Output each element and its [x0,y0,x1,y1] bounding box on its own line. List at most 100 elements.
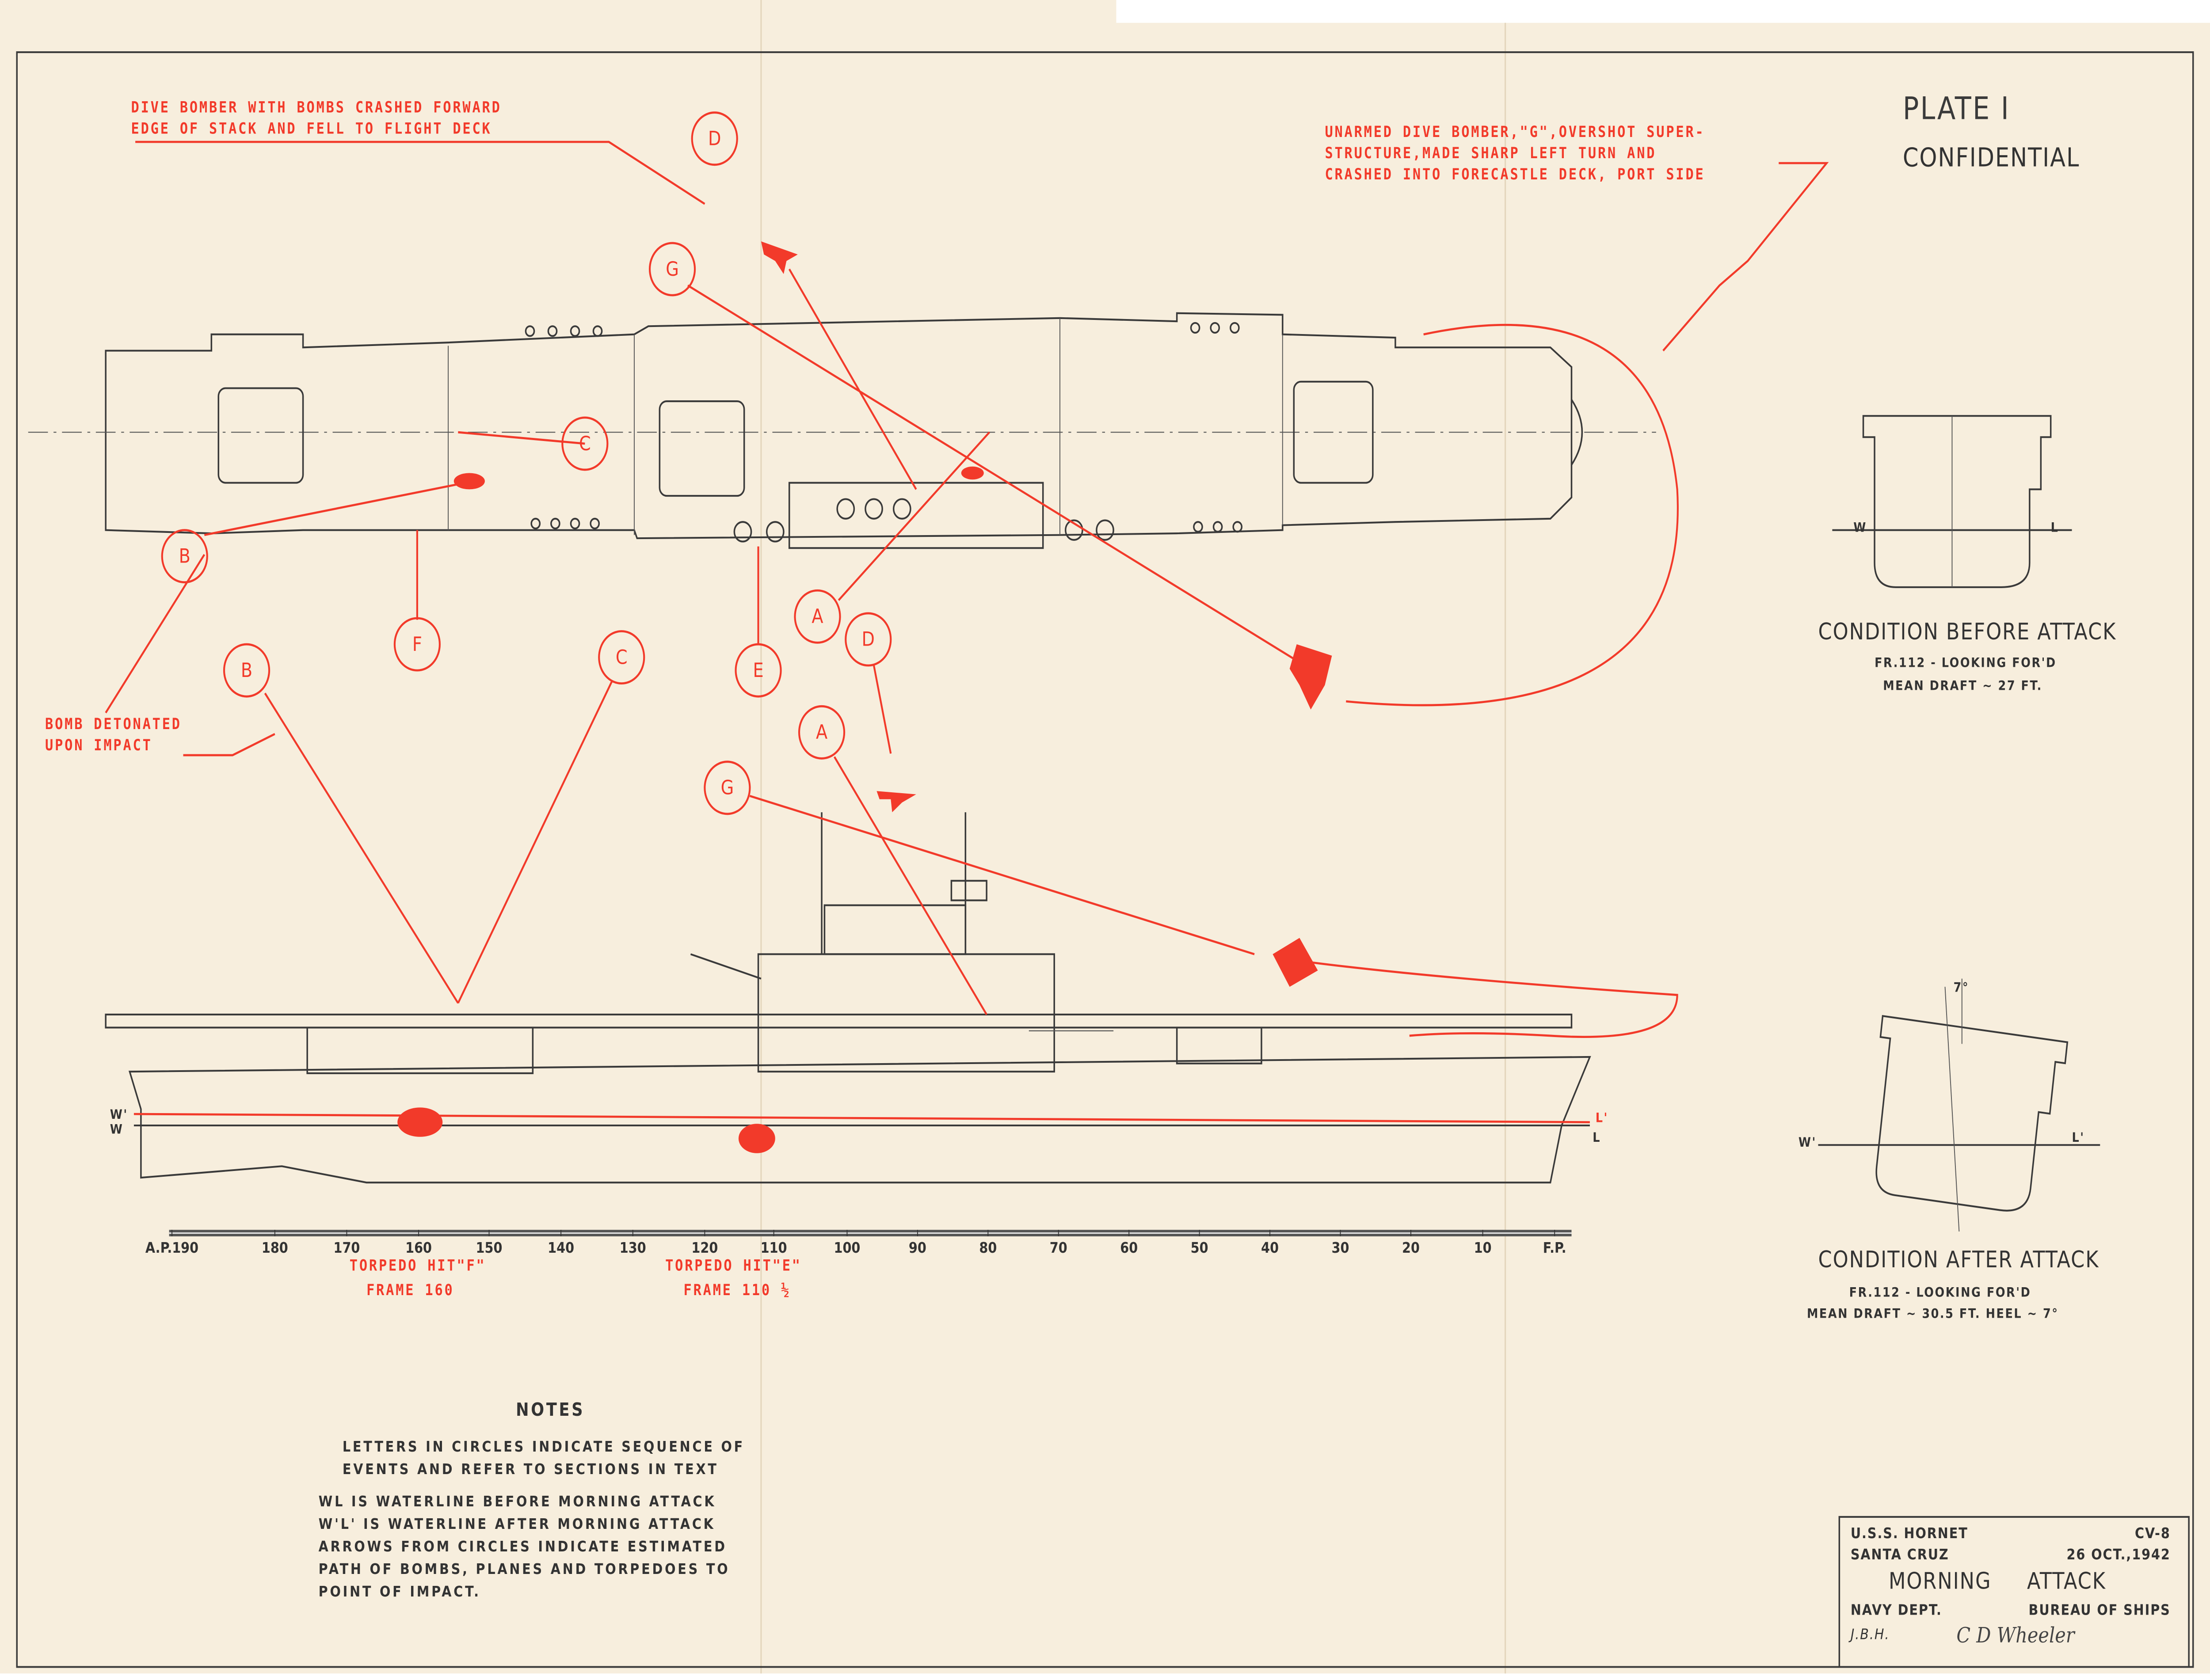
svg-text:BUREAU OF SHIPS: BUREAU OF SHIPS [2029,1601,2171,1619]
note-line: ARROWS FROM CIRCLES INDICATE ESTIMATED [319,1538,727,1555]
bomb-detonated-label: BOMB DETONATED UPON IMPACT [45,554,275,756]
frame-tick-label: A.P.190 [145,1239,198,1257]
svg-text:L: L [2051,520,2059,535]
torpedo-hit-f-label: TORPEDO HIT"F" FRAME 160 [350,1256,486,1299]
notes-block: NOTES LETTERS IN CIRCLES INDICATE SEQUEN… [319,1399,745,1600]
event-marker: D [845,612,892,667]
frame-tick-label: 60 [1120,1239,1138,1257]
svg-text:A: A [812,605,823,627]
frame-tick-label: 10 [1474,1239,1492,1257]
frame-tick-label: 30 [1332,1239,1349,1257]
svg-text:W: W [110,1121,124,1137]
frame-tick-label: 110 [761,1239,787,1257]
svg-text:C: C [616,646,628,669]
svg-text:26 OCT.,1942: 26 OCT.,1942 [2067,1546,2171,1563]
event-marker: F [393,617,441,672]
svg-text:TORPEDO HIT"F": TORPEDO HIT"F" [350,1256,486,1274]
initials: J.B.H. [1848,1626,1890,1643]
frame-tick-label: 80 [979,1239,997,1257]
svg-text:CRASHED INTO FORECASTLE DECK,: CRASHED INTO FORECASTLE DECK, PORT SIDE [1325,165,1705,183]
section-before-attack: W L CONDITION BEFORE ATTACK FR.112 - LOO… [1818,415,2117,693]
svg-text:C: C [579,432,591,455]
svg-text:7°: 7° [1954,979,1970,995]
svg-text:W: W [1853,520,1867,535]
event-marker: C [598,630,645,685]
note-line: EVENTS AND REFER TO SECTIONS IN TEXT [343,1461,719,1478]
paper-sheet [0,23,2210,1674]
frame-tick-label: 100 [834,1239,861,1257]
title-block: U.S.S. HORNET CV-8 SANTA CRUZ 26 OCT.,19… [1838,1516,2190,1668]
svg-text:L': L' [1596,1110,1608,1125]
frame-tick-label: 170 [333,1239,360,1257]
svg-text:FR.112 - LOOKING FOR'D: FR.112 - LOOKING FOR'D [1849,1285,2031,1300]
event-marker: G [648,242,696,296]
annotation-dive-bomber-d: DIVE BOMBER WITH BOMBS CRASHED FORWARD E… [131,99,705,205]
frame-tick-label: 50 [1191,1239,1208,1257]
event-marker: A [794,589,841,644]
section-after-attack: 7° W' L' CONDITION AFTER ATTACK FR.112 -… [1798,978,2100,1321]
torpedo-hit-e-label: TORPEDO HIT"E" FRAME 110 ½ [665,1256,802,1299]
event-marker: B [223,643,271,698]
frame-tick-label: 130 [620,1239,646,1257]
frame-tick-label: 120 [691,1239,718,1257]
event-marker: A [798,705,846,760]
svg-text:U.S.S. HORNET: U.S.S. HORNET [1851,1525,1968,1542]
note-line: PATH OF BOMBS, PLANES AND TORPEDOES TO [319,1561,730,1578]
drawing-border [16,51,2194,1668]
signature: C D Wheeler [1956,1623,2076,1648]
frame-tick-label: 150 [476,1239,503,1257]
ship-profile-view [105,812,1591,1184]
svg-text:E: E [753,659,763,681]
note-line: W'L' IS WATERLINE AFTER MORNING ATTACK [319,1516,716,1533]
annotation-unarmed-bomber-g: UNARMED DIVE BOMBER,"G",OVERSHOT SUPER- … [1325,123,1829,352]
svg-text:UPON IMPACT: UPON IMPACT [45,736,152,754]
frame-tick-label: F.P. [1543,1239,1566,1257]
svg-text:W': W' [1798,1134,1817,1150]
svg-text:BOMB DETONATED: BOMB DETONATED [45,715,182,733]
frame-tick-label: 40 [1261,1239,1279,1257]
attack-paths [204,241,1679,1153]
frame-tick-label: 20 [1402,1239,1420,1257]
event-marker: B [161,529,208,584]
frame-tick-label: 70 [1050,1239,1067,1257]
svg-text:MORNING ATTACK: MORNING ATTACK [1889,1568,2106,1594]
svg-text:EDGE OF STACK AND FELL TO FLIG: EDGE OF STACK AND FELL TO FLIGHT DECK [131,120,492,138]
svg-text:D: D [862,628,875,650]
event-marker: G [704,760,751,815]
svg-text:B: B [179,545,191,567]
svg-text:FRAME 110 ½: FRAME 110 ½ [684,1281,791,1299]
note-line: WL IS WATERLINE BEFORE MORNING ATTACK [319,1493,716,1510]
svg-text:NOTES: NOTES [516,1399,585,1420]
svg-text:CONDITION BEFORE ATTACK: CONDITION BEFORE ATTACK [1818,619,2117,645]
svg-text:L': L' [2072,1129,2085,1145]
svg-text:W': W' [110,1106,128,1122]
waterlines: W' W L' L [110,1106,1608,1145]
svg-text:UNARMED DIVE BOMBER,"G",OVERSH: UNARMED DIVE BOMBER,"G",OVERSHOT SUPER- [1325,123,1705,141]
svg-text:CV-8: CV-8 [2135,1525,2171,1542]
svg-text:G: G [721,776,734,799]
svg-text:FRAME 160: FRAME 160 [366,1281,454,1299]
frame-tick-label: 160 [405,1239,432,1257]
svg-text:G: G [666,258,679,280]
svg-text:TORPEDO HIT"E": TORPEDO HIT"E" [665,1256,802,1274]
note-line: LETTERS IN CIRCLES INDICATE SEQUENCE OF [343,1438,745,1456]
svg-text:MEAN DRAFT ~ 27 FT.: MEAN DRAFT ~ 27 FT. [1883,678,2042,693]
svg-text:STRUCTURE,MADE SHARP LEFT TURN: STRUCTURE,MADE SHARP LEFT TURN AND [1325,144,1656,162]
svg-text:CONDITION AFTER ATTACK: CONDITION AFTER ATTACK [1818,1247,2100,1273]
svg-text:DIVE BOMBER WITH BOMBS CRASHED: DIVE BOMBER WITH BOMBS CRASHED FORWARD [131,99,502,117]
svg-text:B: B [241,659,252,681]
svg-text:NAVY DEPT.: NAVY DEPT. [1851,1601,1942,1619]
svg-text:F: F [412,633,422,655]
plate-title: PLATE I [1903,91,2010,126]
svg-text:FR.112 - LOOKING FOR'D: FR.112 - LOOKING FOR'D [1875,655,2057,670]
svg-text:MEAN DRAFT ~ 30.5 FT. HEEL ~ 7: MEAN DRAFT ~ 30.5 FT. HEEL ~ 7° [1807,1306,2059,1321]
svg-text:SANTA CRUZ: SANTA CRUZ [1851,1546,1949,1563]
note-line: POINT OF IMPACT. [319,1583,481,1600]
event-marker: E [735,643,782,698]
event-marker: C [561,416,609,471]
svg-text:A: A [816,721,827,743]
frame-tick-label: 90 [909,1239,926,1257]
event-marker: D [691,111,738,166]
